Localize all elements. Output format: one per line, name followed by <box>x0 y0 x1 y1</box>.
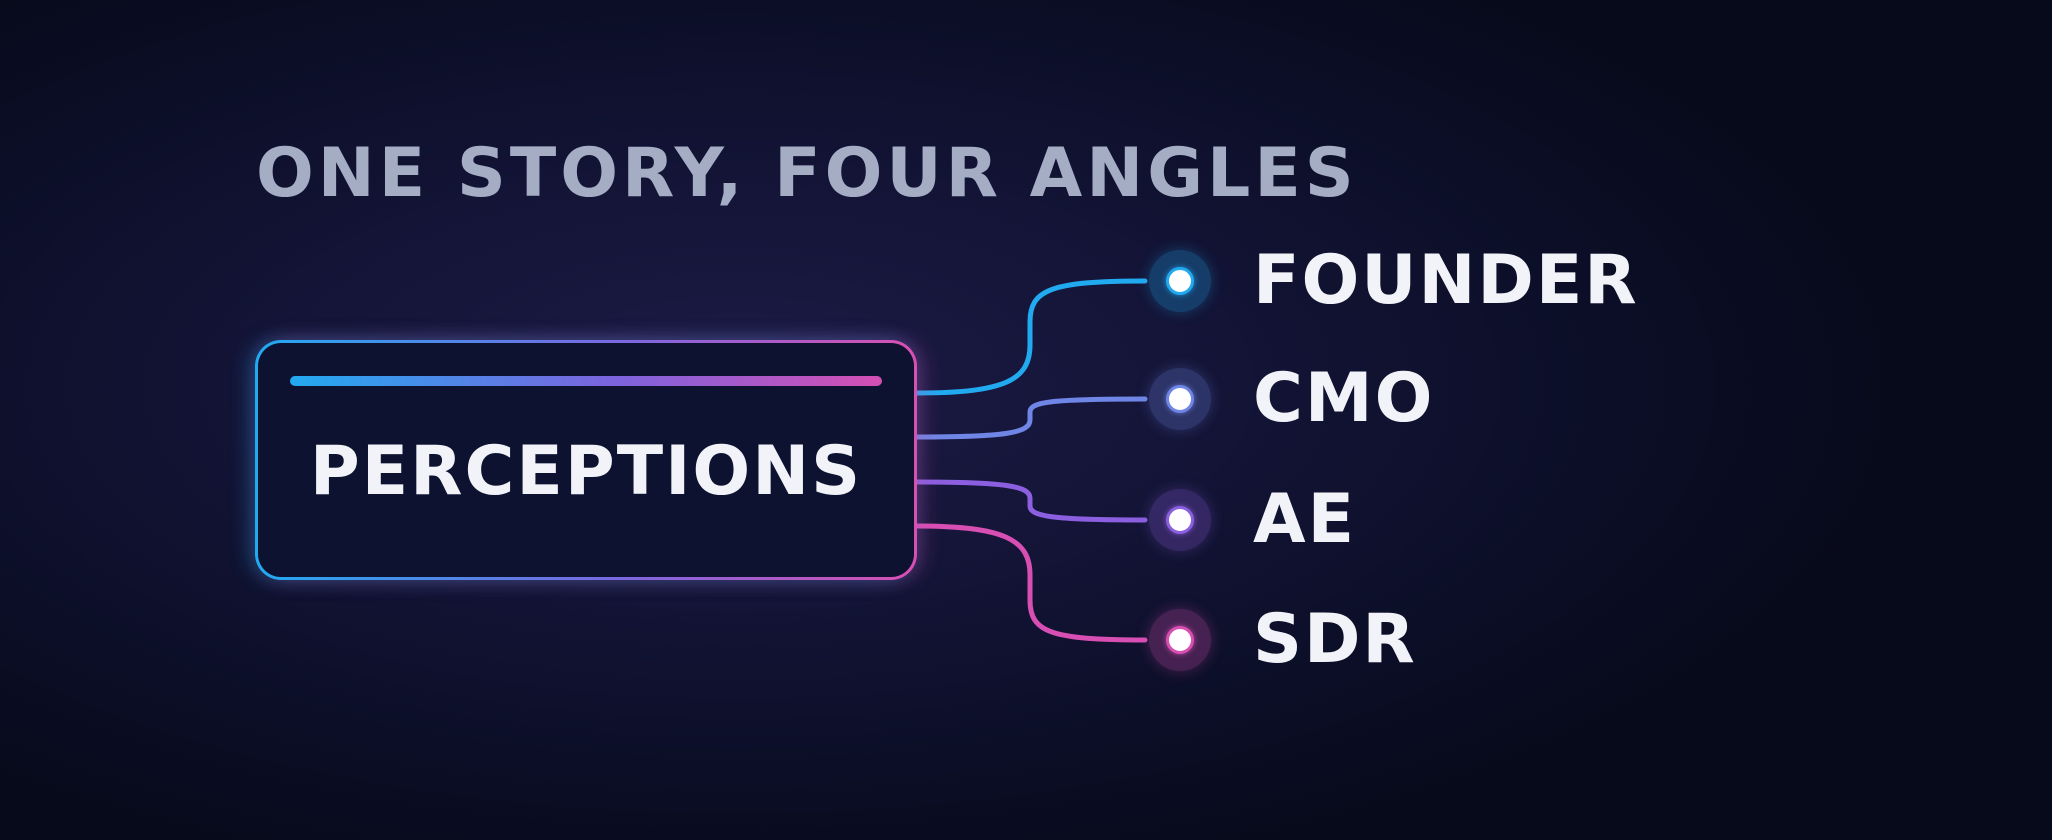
role-sdr: SDR <box>1253 600 1417 679</box>
node-dot <box>1166 626 1194 654</box>
node-ae <box>1149 489 1211 551</box>
role-founder: FOUNDER <box>1253 241 1639 320</box>
connector-founder <box>914 278 1148 396</box>
node-sdr <box>1149 609 1211 671</box>
node-dot <box>1166 506 1194 534</box>
diagram-title: ONE STORY, FOUR ANGLES <box>256 134 1358 213</box>
hub-label: PERCEPTIONS <box>309 432 863 511</box>
node-cmo <box>1149 368 1211 430</box>
connector-sdr <box>914 523 1148 643</box>
hub-accent-bar <box>290 376 882 386</box>
hub-panel: PERCEPTIONS <box>258 343 914 577</box>
connector-ae <box>914 479 1148 523</box>
role-ae: AE <box>1253 480 1357 559</box>
node-dot <box>1166 385 1194 413</box>
connector-cmo <box>914 396 1148 440</box>
node-founder <box>1149 250 1211 312</box>
perceptions-hub: PERCEPTIONS <box>255 340 917 580</box>
node-dot <box>1166 267 1194 295</box>
role-cmo: CMO <box>1253 359 1435 438</box>
